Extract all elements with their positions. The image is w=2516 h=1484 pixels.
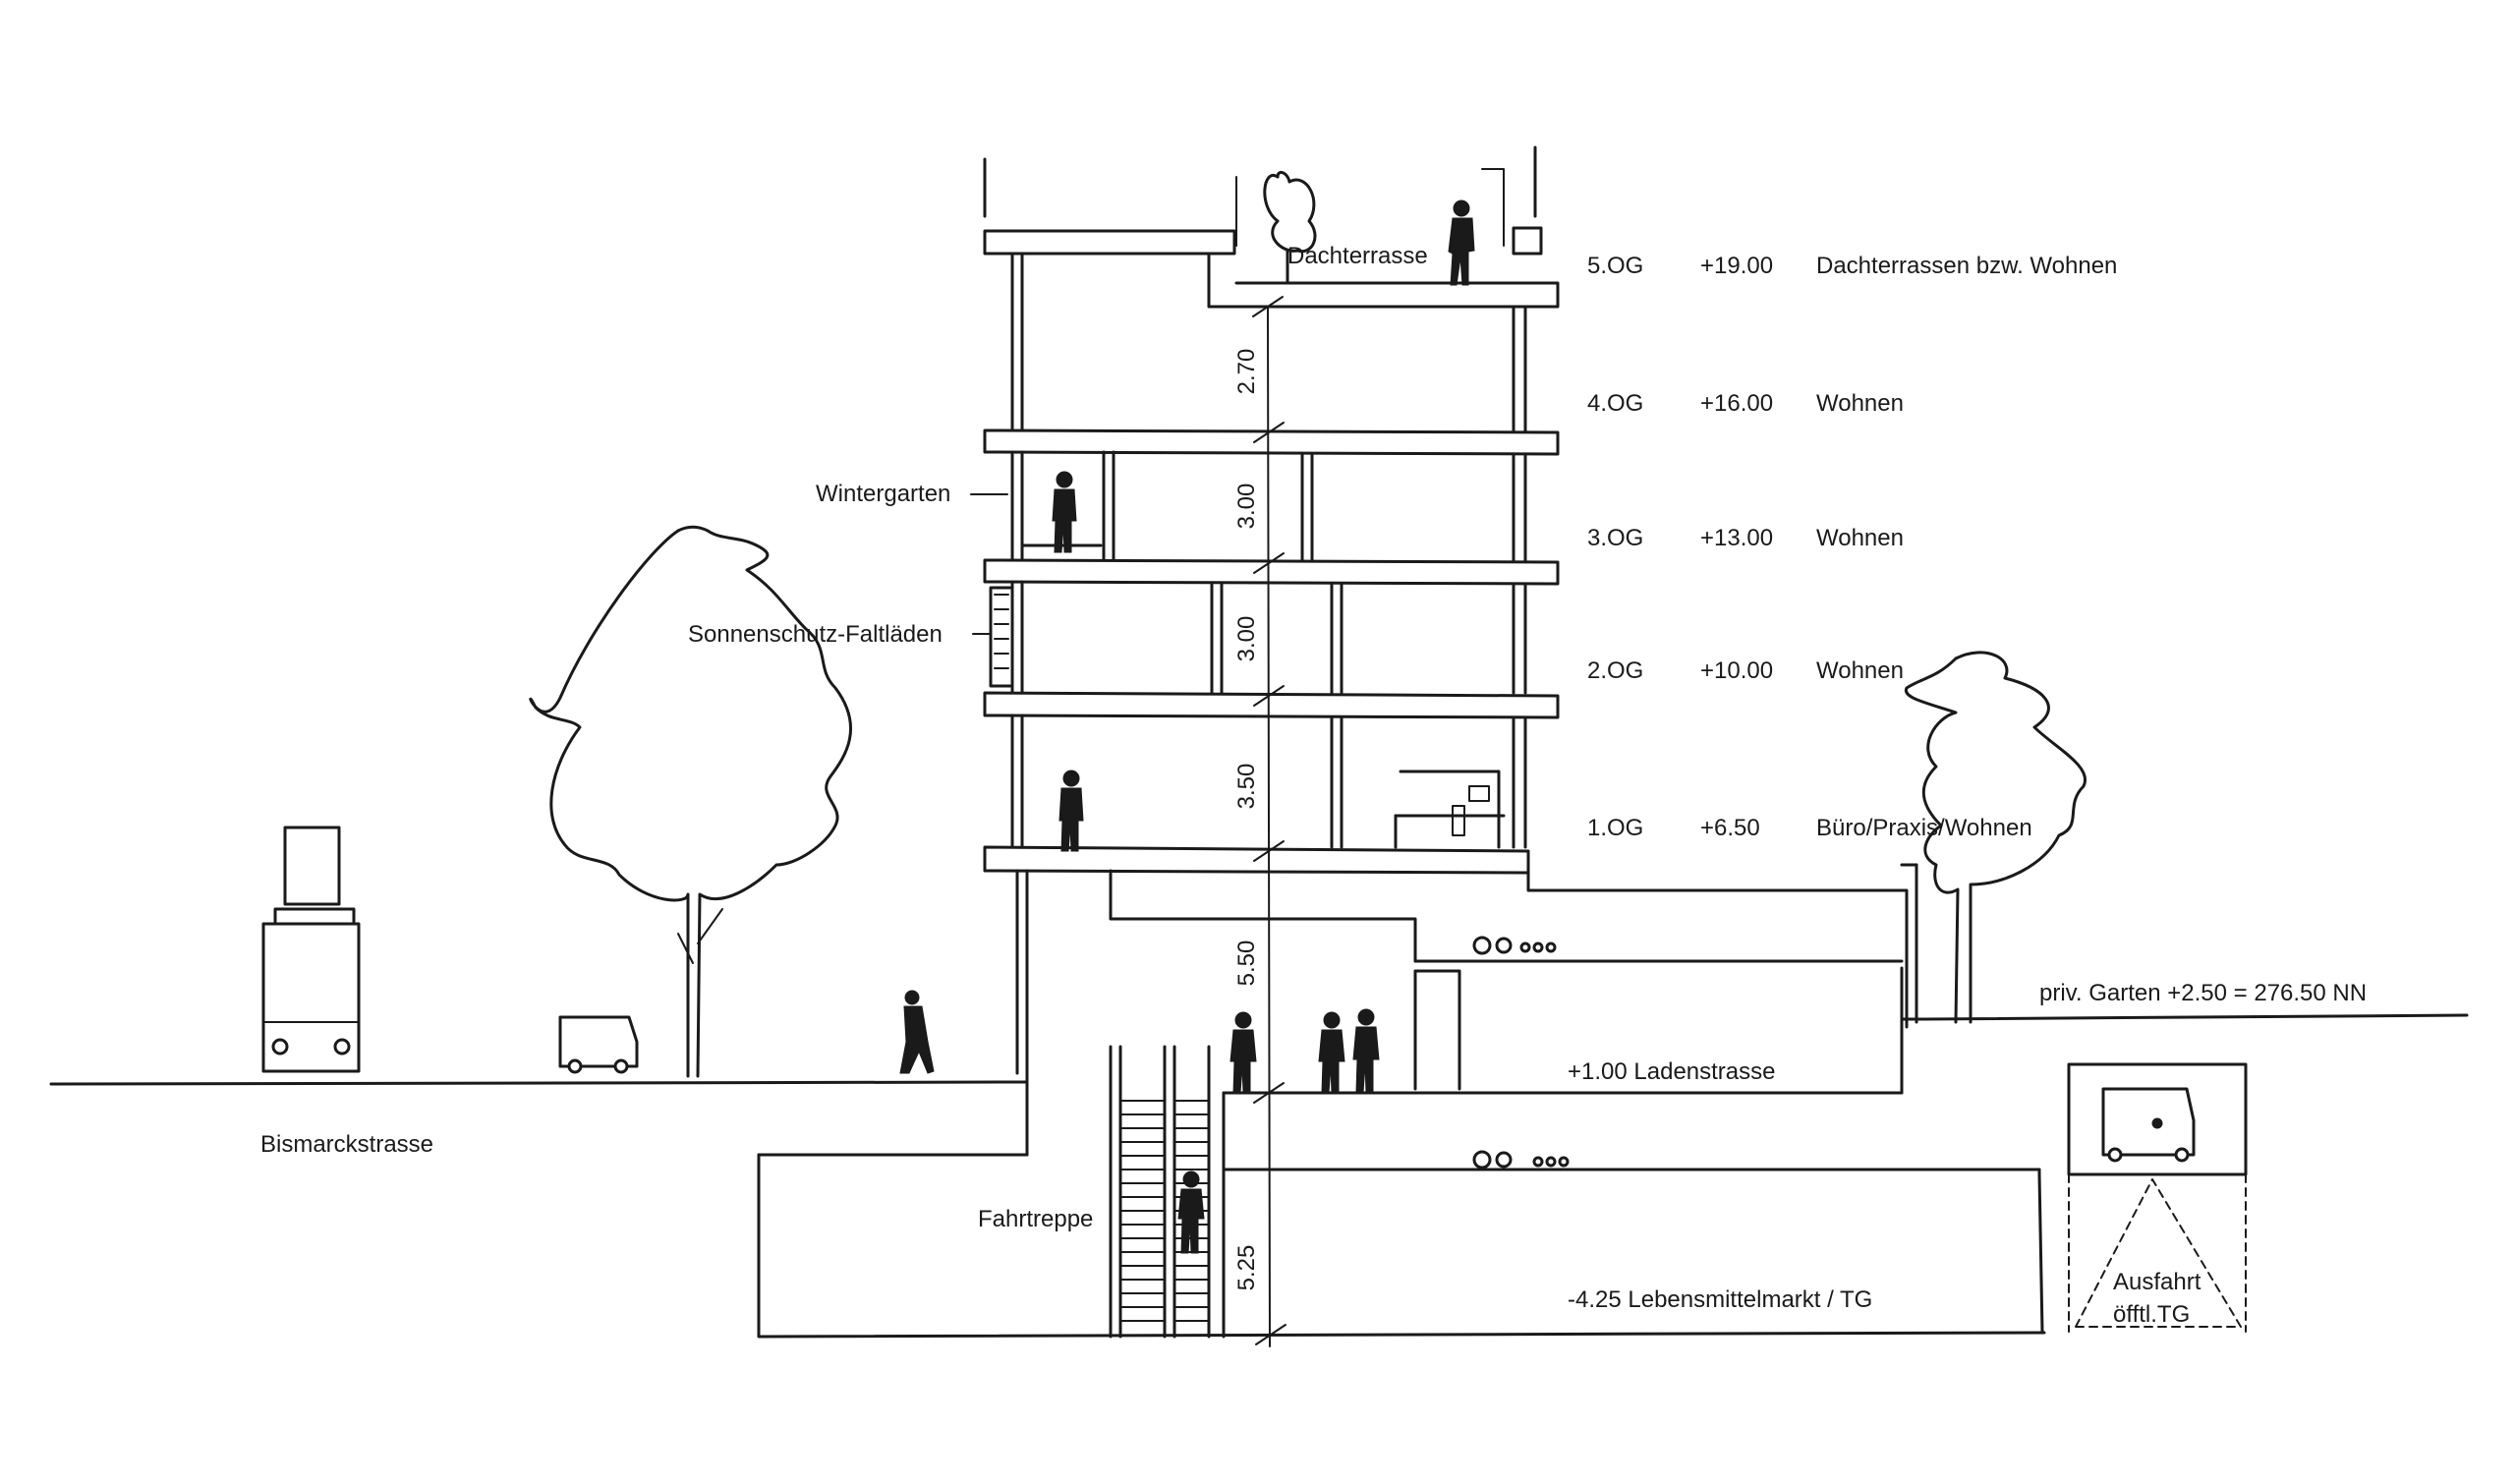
floor-elevation-3og: +13.00 — [1700, 525, 1773, 551]
label-street: Bismarckstrasse — [260, 1131, 433, 1158]
label-exit-line2: öfftl.TG — [2113, 1301, 2190, 1328]
tree-left — [529, 525, 853, 1078]
floor-use-3og: Wohnen — [1816, 525, 1904, 551]
floor-use-1og: Büro/Praxis/Wohnen — [1816, 815, 2032, 841]
floor-elevation-1og: +6.50 — [1700, 815, 1760, 841]
dim-1og: 3.50 — [1233, 764, 1260, 810]
floor-level-5og: 5.OG — [1587, 253, 1643, 279]
dim-eg: 5.50 — [1233, 941, 1260, 987]
floor-level-2og: 2.OG — [1587, 657, 1643, 684]
dim-4og: 2.70 — [1233, 349, 1260, 395]
floor-elevation-2og: +10.00 — [1700, 657, 1773, 684]
building-structure — [757, 145, 2046, 1339]
floor-elevation-5og: +19.00 — [1700, 253, 1773, 279]
floor-level-1og: 1.OG — [1587, 815, 1643, 841]
label-garden: priv. Garten +2.50 = 276.50 NN — [2039, 980, 2367, 1006]
annotation-labels: Dachterrasse Wintergarten Sonnenschutz-F… — [260, 243, 2367, 1328]
floor-use-4og: Wohnen — [1816, 390, 1904, 417]
floor-use-2og: Wohnen — [1816, 657, 1904, 684]
dim-2og: 3.00 — [1233, 616, 1260, 662]
dim-ug: 5.25 — [1233, 1245, 1260, 1291]
label-market: -4.25 Lebensmittelmarkt / TG — [1568, 1286, 1872, 1313]
street-objects — [261, 170, 1570, 1170]
dimension-labels: 2.70 3.00 3.00 3.50 5.50 5.25 — [1233, 349, 1260, 1291]
label-escalator: Fahrtreppe — [978, 1206, 1093, 1232]
floor-elevation-4og: +16.00 — [1700, 390, 1773, 417]
person-figures — [899, 200, 1475, 1254]
floor-use-5og: Dachterrassen bzw. Wohnen — [1816, 253, 2117, 279]
dimension-line — [1252, 296, 1287, 1347]
floor-level-4og: 4.OG — [1587, 390, 1643, 417]
label-roof-terrace: Dachterrasse — [1287, 243, 1428, 269]
label-shop-street: +1.00 Ladenstrasse — [1568, 1058, 1776, 1085]
ground-lines — [49, 1013, 2469, 1086]
label-sun-shade: Sonnenschutz-Faltläden — [688, 621, 943, 648]
garage-exit — [2067, 1062, 2248, 1333]
floor-level-3og: 3.OG — [1587, 525, 1643, 551]
floor-table: 5.OG +19.00 Dachterrassen bzw. Wohnen 4.… — [1587, 253, 2117, 841]
label-exit-line1: Ausfahrt — [2113, 1269, 2202, 1295]
dim-3og: 3.00 — [1233, 484, 1260, 530]
label-winter-garden: Wintergarten — [816, 481, 950, 507]
tree-right — [1904, 651, 2087, 1024]
